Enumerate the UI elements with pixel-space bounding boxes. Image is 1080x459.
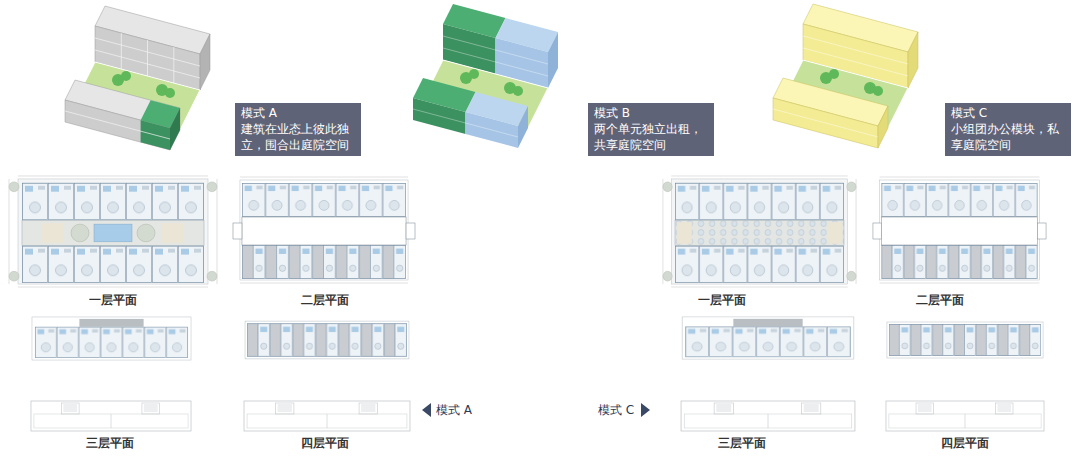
nav-arrow: [422, 403, 431, 417]
floor-plan: [233, 177, 415, 283]
floor-plan: [873, 177, 1046, 283]
plan-title: 三层平面: [718, 435, 766, 451]
floor-plan-outline: [31, 401, 191, 431]
massing-model-b: [413, 4, 558, 148]
plan-title: 二层平面: [916, 292, 964, 308]
nav-label: 模式 A: [436, 402, 472, 418]
mode-heading: 模式 B: [594, 105, 708, 121]
nav-arrow: [641, 403, 650, 417]
mode-box: 模式 C小组团办公模块，私享庭院空间: [945, 103, 1071, 156]
nav-label: 模式 C: [598, 402, 634, 418]
floor-plan: [9, 176, 217, 287]
mode-box: 模式 A建筑在业态上彼此独立，围合出庭院空间: [235, 103, 361, 156]
floor-plan: [682, 317, 854, 359]
plan-title: 三层平面: [86, 435, 134, 451]
floor-plan: [32, 317, 191, 360]
plan-title: 二层平面: [301, 292, 349, 308]
plan-title: 一层平面: [698, 292, 746, 308]
plan-title: 四层平面: [301, 435, 349, 451]
mode-box: 模式 B两个单元独立出租，共享庭院空间: [588, 103, 714, 156]
floor-plan-outline: [244, 401, 410, 431]
mode-heading: 模式 C: [951, 105, 1065, 121]
mode-description: 小组团办公模块，私享庭院空间: [951, 121, 1065, 153]
mode-description: 两个单元独立出租，共享庭院空间: [594, 121, 708, 153]
mode-description: 建筑在业态上彼此独立，围合出庭院空间: [241, 121, 355, 153]
floor-plan-outline: [886, 401, 1044, 431]
floor-plan: [663, 176, 856, 287]
plan-title: 四层平面: [941, 435, 989, 451]
floor-plan: [245, 321, 409, 359]
massing-model-a: [65, 6, 210, 150]
floor-plan: [887, 322, 1043, 358]
mode-heading: 模式 A: [241, 105, 355, 121]
plan-title: 一层平面: [89, 292, 137, 308]
floor-plan-outline: [681, 401, 855, 431]
massing-model-c: [773, 4, 918, 148]
